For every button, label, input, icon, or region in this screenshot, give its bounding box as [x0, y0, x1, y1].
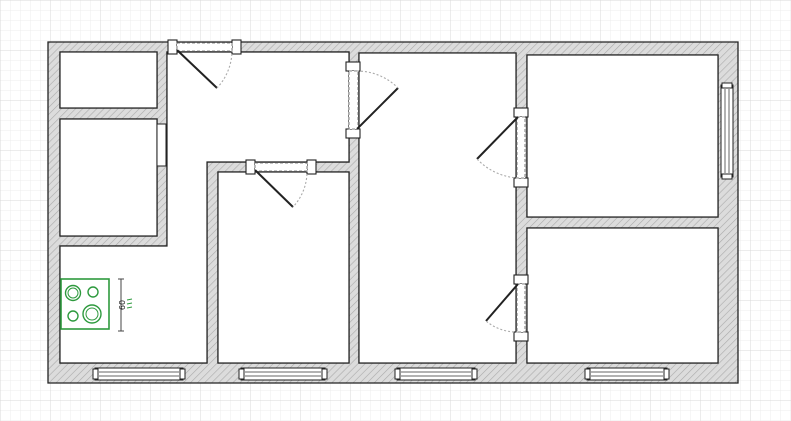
room-living[interactable]: [358, 52, 517, 364]
window-bedroom-bottom[interactable]: [584, 367, 670, 381]
entrance-door[interactable]: [167, 39, 242, 89]
room-storage-top[interactable]: [59, 51, 158, 109]
room-kitchen-hall[interactable]: [59, 51, 350, 364]
small-bedroom-door[interactable]: [245, 159, 317, 208]
burner-large-bottom: [82, 304, 102, 324]
windows: [92, 82, 734, 381]
doors: [167, 39, 529, 342]
room-bathroom[interactable]: [59, 118, 158, 237]
burner-small-top: [87, 286, 99, 298]
burner-large-top-inner: [67, 287, 79, 299]
burner-large-top: [64, 284, 82, 302]
window-kitchen[interactable]: [92, 367, 186, 381]
living-bedroom-top-door[interactable]: [476, 107, 529, 188]
window-bedroom-top[interactable]: [720, 82, 734, 180]
hall-living-door[interactable]: [345, 61, 399, 139]
burner-large-bottom-inner: [85, 307, 99, 321]
room-bedroom-bottom-right[interactable]: [526, 227, 719, 364]
bathroom-vent-opening: [156, 123, 167, 167]
burner-small-bottom: [67, 310, 79, 322]
room-bedroom-small[interactable]: [217, 171, 350, 364]
window-small-bedroom[interactable]: [238, 367, 328, 381]
window-living[interactable]: [394, 367, 478, 381]
rooms: [59, 51, 719, 364]
living-bedroom-bottom-door[interactable]: [485, 274, 529, 342]
stove-dimension-label: 60: [118, 300, 127, 310]
room-bedroom-top-right[interactable]: [526, 54, 719, 218]
stove-dimension: 60: [118, 278, 127, 332]
stove[interactable]: [60, 278, 133, 330]
